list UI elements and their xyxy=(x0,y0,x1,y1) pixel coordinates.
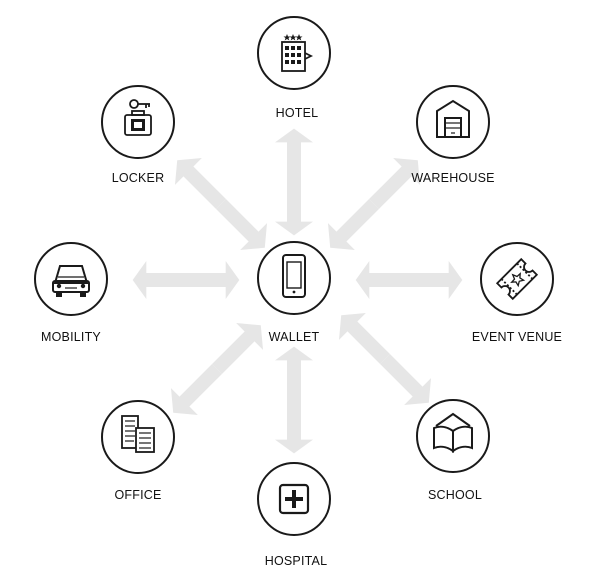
arrow-mobility xyxy=(132,261,240,299)
hospital-label: HOSPITAL xyxy=(264,554,328,568)
locker-key-icon xyxy=(124,99,152,136)
open-book-icon xyxy=(433,412,473,453)
locker-label: LOCKER xyxy=(111,171,165,185)
arrow-locker xyxy=(163,146,279,262)
warehouse-label: WAREHOUSE xyxy=(411,171,495,185)
hotel-label: HOTEL xyxy=(275,106,319,120)
ticket-icon xyxy=(495,257,539,301)
warehouse-circle xyxy=(416,85,490,159)
arrow-hotel xyxy=(275,128,313,236)
school-label: SCHOOL xyxy=(428,488,482,502)
event-venue-label: EVENT VENUE xyxy=(471,330,563,344)
smartphone-icon xyxy=(282,254,306,298)
medical-cross-icon xyxy=(278,483,310,515)
event-venue-circle xyxy=(480,242,554,316)
arrow-hospital xyxy=(275,346,313,454)
wallet-label: WALLET xyxy=(268,330,320,344)
arrow-school xyxy=(327,301,443,417)
hotel-building-icon xyxy=(281,34,314,72)
warehouse-icon xyxy=(436,99,470,138)
mobility-circle xyxy=(34,242,108,316)
arrow-event-venue xyxy=(355,261,463,299)
office-buildings-icon xyxy=(121,415,155,453)
arrow-office xyxy=(159,311,275,427)
arrow-warehouse xyxy=(316,146,432,262)
mobility-label: MOBILITY xyxy=(41,330,101,344)
car-icon xyxy=(52,265,90,297)
wallet-circle xyxy=(257,241,331,315)
office-label: OFFICE xyxy=(114,488,162,502)
